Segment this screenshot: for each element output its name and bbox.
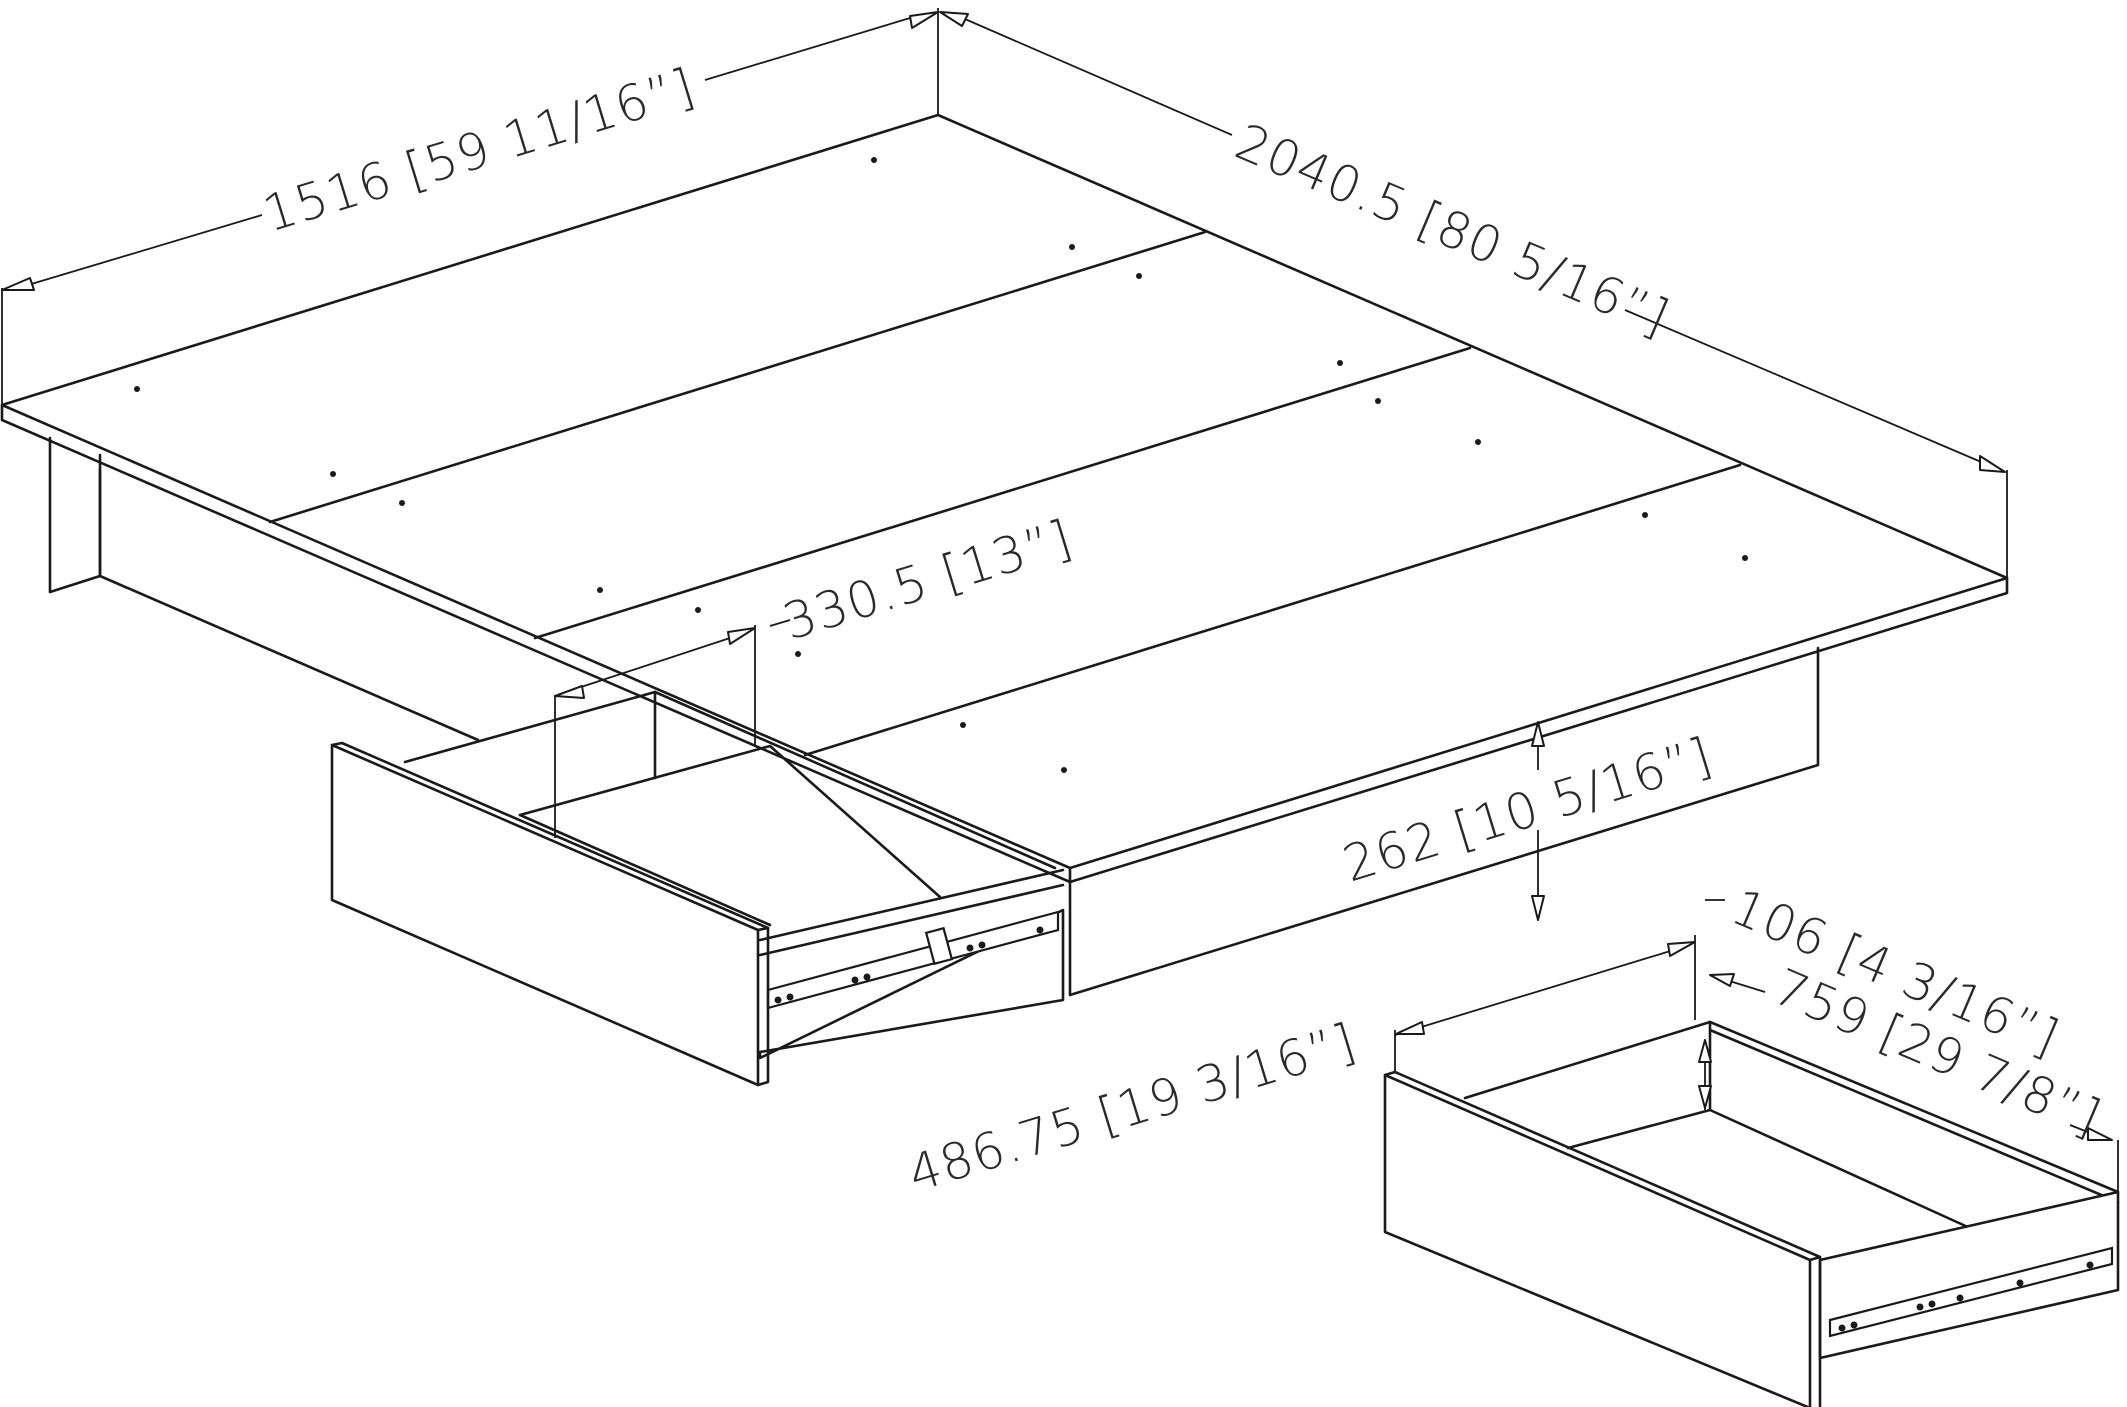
drawer2-front-panel <box>1383 1073 1812 1407</box>
drawer2-back-top <box>1708 1020 2120 1194</box>
drawer2-back-left <box>1463 1020 1712 1112</box>
drawer2-inner <box>1566 1108 1972 1230</box>
drawer-front-panel <box>330 743 760 1087</box>
left-leg-panel <box>48 436 102 594</box>
right-base-side <box>1068 646 1820 997</box>
platform-edge-right <box>1068 576 2009 884</box>
dimension-lines <box>1 8 2119 1192</box>
drawer-inner-back <box>518 744 942 899</box>
slat-seam-3 <box>803 463 1742 757</box>
drawer2-slide-rail <box>1828 1246 2114 1338</box>
back-base-side <box>98 468 480 742</box>
separate-drawer <box>1383 1020 2120 1407</box>
drawer-back-top <box>653 690 1057 870</box>
drawer-width-label: 486.75 [19 3/16”] <box>902 1012 1363 1203</box>
drawer-bottom-line <box>518 813 772 927</box>
slat-seam-2 <box>533 346 1472 640</box>
slat-seam-1 <box>268 230 1207 524</box>
drawer-left-side <box>403 690 657 780</box>
platform-edge-front <box>0 403 1072 884</box>
open-drawer <box>330 690 1065 1087</box>
screw-dots <box>134 157 1748 773</box>
